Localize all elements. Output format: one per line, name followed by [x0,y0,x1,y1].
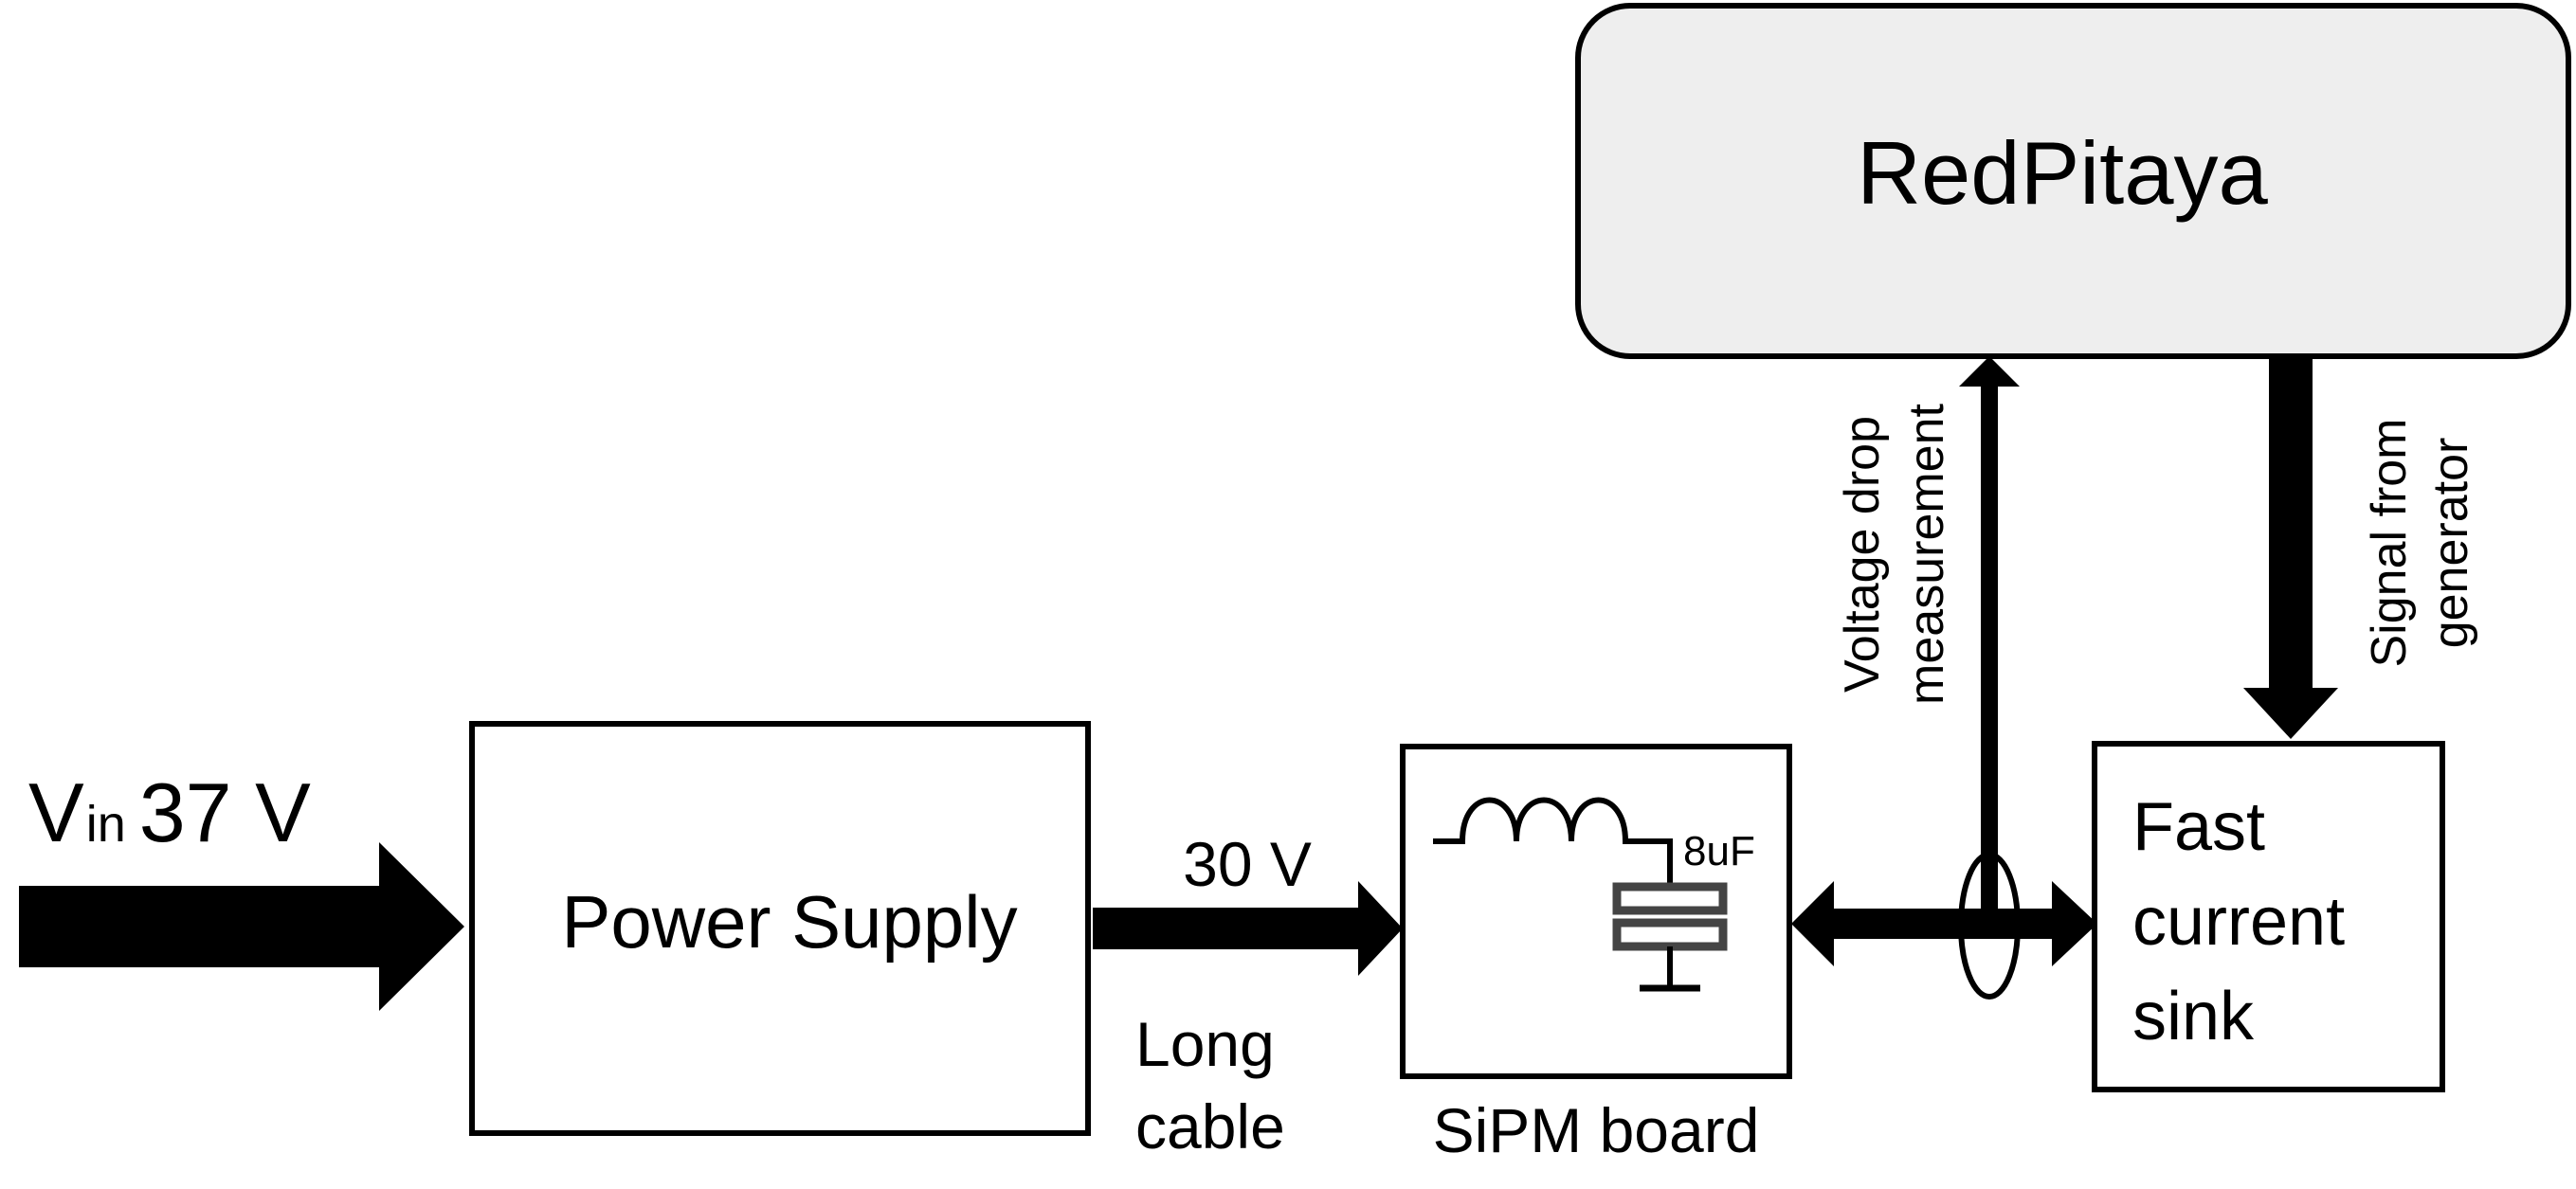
current-sink-label-line3: sink [2132,979,2255,1054]
sipm-board-block: 8uF SiPM board [1400,744,1792,1165]
signal-gen-label-line2: generator [2423,438,2478,649]
sipm-board-label: SiPM board [1433,1095,1760,1165]
signal-gen-label-line1: Signal from [2362,419,2417,668]
signal-generator-arrow [2243,358,2338,739]
redpitaya-box [1575,3,2571,359]
voltage-drop-arrow [1959,356,2020,924]
current-sink-label-line1: Fast [2132,789,2265,865]
power-supply-block: Power Supply [469,721,1091,1136]
power-supply-box [469,721,1091,1136]
voltage-drop-label-line1: Voltage drop [1835,416,1890,693]
cable-label-line2: cable [1135,1091,1285,1162]
current-sink-label-line2: current [2132,884,2345,960]
cable-label-line1: Long [1135,1009,1275,1079]
input-arrow [19,842,464,1011]
supply-to-sipm-arrow [1093,881,1403,976]
capacitor-value-label: 8uF [1683,828,1755,874]
current-sink-box [2092,741,2445,1092]
output-voltage-label: 30 V [1183,829,1312,899]
inductor-symbol [1433,797,1673,887]
voltage-drop-label-line2: measurement [1899,403,1954,704]
power-supply-label: Power Supply [561,880,1017,964]
redpitaya-block: RedPitaya [1575,3,2571,359]
current-sink-block: Fast current sink [2092,741,2445,1092]
sipm-board-box [1400,744,1792,1079]
sipm-sink-double-arrow [1791,881,2097,966]
capacitor-symbol [1612,882,1728,992]
redpitaya-label: RedPitaya [1857,123,2268,223]
